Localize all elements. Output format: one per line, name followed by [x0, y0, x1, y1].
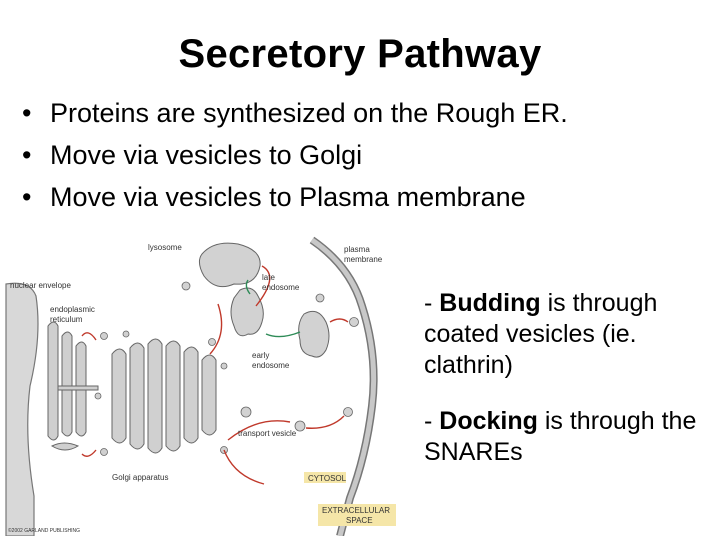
- extracellular-box: [318, 504, 396, 526]
- label-plasma: plasma: [344, 245, 370, 254]
- label-transport-vesicle: transport vesicle: [238, 429, 297, 438]
- label-early-endosome: endosome: [252, 361, 290, 370]
- label-late-endosome: endosome: [262, 283, 300, 292]
- early-endosome: [298, 310, 330, 358]
- golgi-apparatus: [111, 338, 217, 454]
- transport-vesicles: [240, 317, 359, 432]
- cytosol-box: [304, 472, 346, 483]
- label-cytosol: CYTOSOL: [308, 474, 347, 483]
- secretory-pathway-diagram: lysosome plasma membrane nuclear envelop…: [5, 236, 420, 536]
- label-nuclear-envelope: nuclear envelope: [10, 281, 71, 290]
- label-extracellular: EXTRACELLULAR: [322, 506, 390, 515]
- pathway-arrows: [81, 265, 349, 485]
- label-late: late: [262, 273, 275, 282]
- docking-text: is through the SNAREs: [424, 407, 697, 466]
- label-space: SPACE: [346, 516, 373, 525]
- note-dash: -: [424, 289, 440, 317]
- bullet-item: • Proteins are synthesized on the Rough E…: [22, 92, 568, 134]
- budding-note: - Budding is through coated vesicles (ie…: [424, 288, 714, 381]
- endocytosis-arrows: [245, 279, 301, 338]
- label-lysosome: lysosome: [148, 243, 182, 252]
- bullet-text: Move via vesicles to Plasma membrane: [50, 182, 526, 212]
- bullet-dot: •: [22, 140, 32, 170]
- nuclear-envelope: [5, 282, 39, 536]
- label-reticulum: reticulum: [50, 315, 83, 324]
- bullet-dot: •: [22, 98, 32, 128]
- extracellular-space: [312, 240, 420, 536]
- late-endosome: [230, 287, 264, 337]
- label-golgi: Golgi apparatus: [112, 473, 168, 482]
- budding-term: Budding: [439, 289, 541, 317]
- lysosome: [198, 242, 261, 288]
- label-membrane: membrane: [344, 255, 383, 264]
- bullet-text: Proteins are synthesized on the Rough ER…: [50, 98, 568, 128]
- label-endoplasmic: endoplasmic: [50, 305, 95, 314]
- slide-title: Secretory Pathway: [178, 32, 542, 76]
- docking-note: - Docking is through the SNAREs: [424, 406, 714, 468]
- docking-term: Docking: [439, 407, 538, 435]
- bullet-text: Move via vesicles to Golgi: [50, 140, 363, 170]
- lysosome-vesicle: [181, 281, 191, 291]
- note-dash: -: [424, 407, 440, 435]
- bullet-dot: •: [22, 182, 32, 212]
- endoplasmic-reticulum: [47, 321, 99, 451]
- bullet-item: • Move via vesicles to Plasma membrane: [22, 176, 568, 218]
- label-early: early: [252, 351, 269, 360]
- bullet-item: • Move via vesicles to Golgi: [22, 134, 568, 176]
- endosome-vesicle: [315, 293, 325, 303]
- copyright-text: ©2002 GARLAND PUBLISHING: [8, 527, 80, 534]
- golgi-vesicles: [94, 330, 228, 456]
- bullet-list: • Proteins are synthesized on the Rough E…: [22, 92, 568, 218]
- budding-text: is through coated vesicles (ie. clathrin…: [424, 289, 658, 379]
